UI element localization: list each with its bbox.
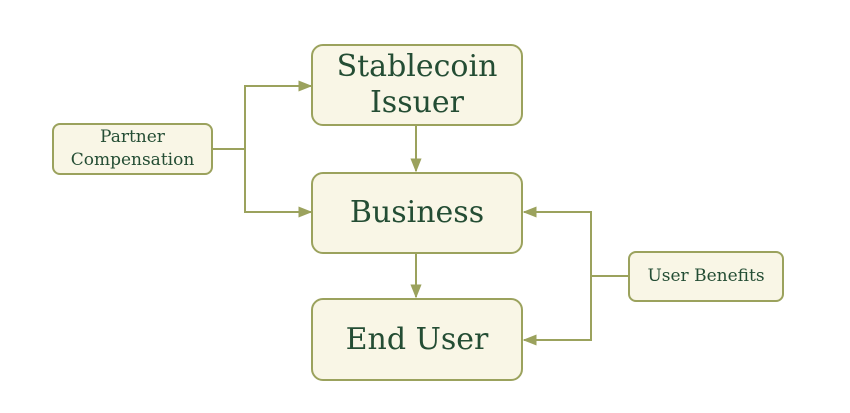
node-business: Business [311,172,523,254]
connector-partner-to-business [244,149,313,218]
node-end-user: End User [311,298,523,381]
node-stablecoin-issuer: Stablecoin Issuer [311,44,523,126]
node-stablecoin-issuer-label: Stablecoin Issuer [336,49,498,120]
node-user-benefits-label: User Benefits [647,266,765,286]
connector-partner-to-issuer [244,80,313,149]
node-business-label: Business [349,195,485,230]
node-partner-compensation: Partner Compensation [52,123,213,175]
connector-user-benefits-to-end-user [522,276,592,346]
node-end-user-label: End User [345,321,489,357]
connector-user-benefits-to-business [522,206,592,276]
node-user-benefits: User Benefits [628,251,784,302]
node-partner-compensation-label: Partner Compensation [70,127,195,170]
